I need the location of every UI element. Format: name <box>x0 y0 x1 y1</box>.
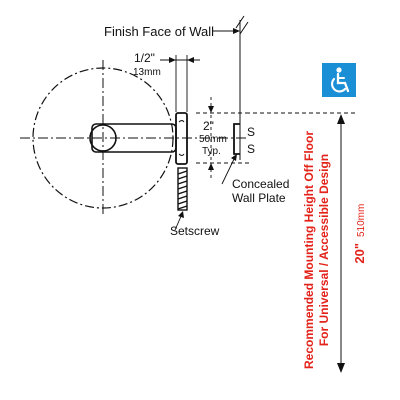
mounting-text-line2: For Universal / Accessible Design <box>317 154 331 346</box>
two-inch-arrow-bottom <box>208 163 214 170</box>
half-inch-arrow-left <box>169 57 176 63</box>
setscrew-label: Setscrew <box>170 224 220 238</box>
concealed-leader <box>221 156 236 185</box>
two-inch-arrow-top <box>208 106 214 113</box>
bracket-detail <box>178 120 185 156</box>
mounting-text-line1: Recommended Mounting Height Off Floor <box>302 131 316 369</box>
height-inches-label: 20" <box>352 243 367 264</box>
half-inch-label: 1/2" <box>134 51 155 65</box>
bracket-flange <box>175 112 188 165</box>
finish-face-label: Finish Face of Wall <box>104 24 214 39</box>
mounting-height-arrow-top <box>337 114 345 124</box>
setscrew-graphic <box>177 167 188 211</box>
typ-label: Typ. <box>202 146 221 157</box>
concealed-label-line1: Concealed <box>232 177 289 191</box>
concealed-label-line2: Wall Plate <box>232 191 286 205</box>
mounting-height-arrow-bottom <box>337 363 345 373</box>
concealed-leader-arrow <box>231 154 237 161</box>
hub-circle <box>89 124 117 152</box>
wheelchair-accessibility-icon <box>322 63 356 97</box>
concealed-wall-plate <box>233 123 240 155</box>
wall-break-1 <box>235 15 245 29</box>
thirteen-mm-label: 13mm <box>133 67 161 78</box>
height-mm-label: 510mm <box>356 204 367 237</box>
setscrew-mark-top: S <box>247 125 255 139</box>
setscrew-leader-arrow <box>178 211 184 218</box>
wall-break-2 <box>239 21 249 35</box>
setscrew-mark-bottom: S <box>247 142 255 156</box>
two-inch-label: 2" <box>203 119 214 133</box>
half-inch-arrow-right <box>187 57 194 63</box>
finish-face-arrow <box>233 28 240 34</box>
fifty-mm-label: 50mm <box>199 134 227 145</box>
